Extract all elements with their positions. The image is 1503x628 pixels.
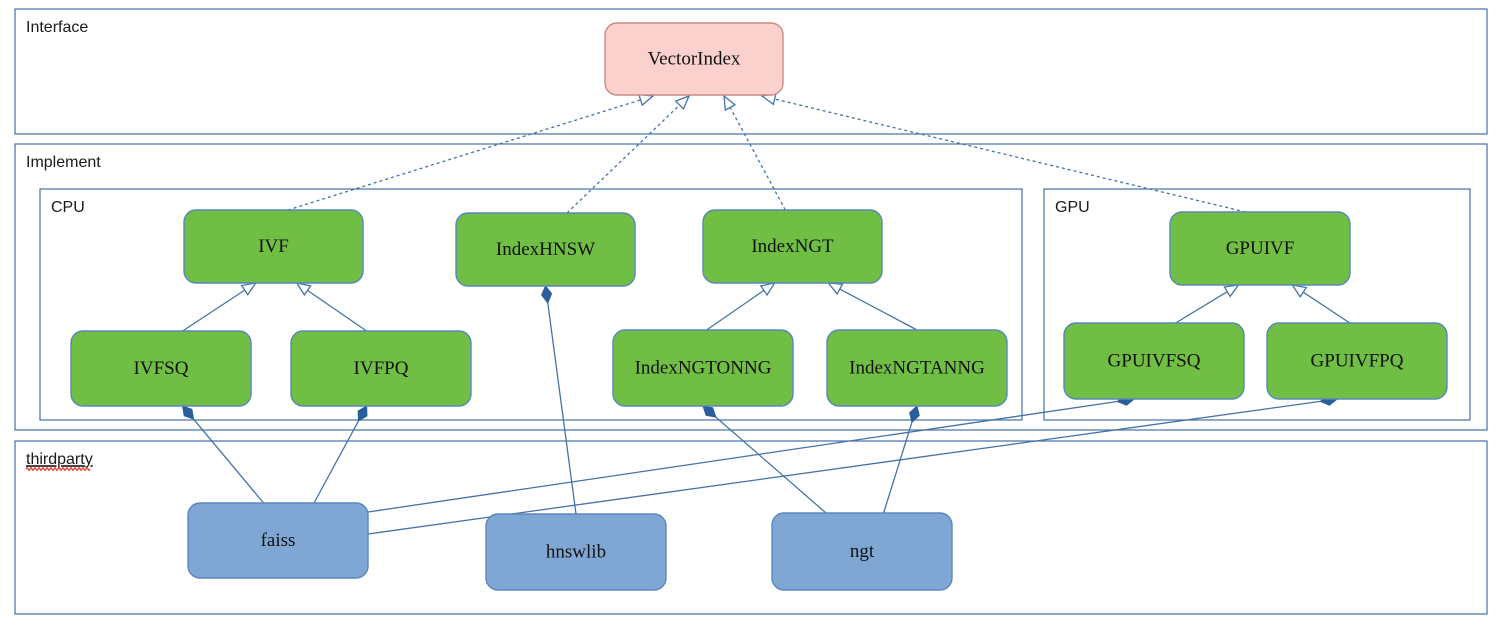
composition-diamond: [702, 405, 717, 418]
edge-indexngt-to-vectorindex: [723, 94, 786, 211]
inheritance-arrowhead: [1223, 284, 1240, 298]
node-label-faiss: faiss: [261, 530, 296, 551]
edge-line: [774, 98, 1246, 213]
node-ivfsq[interactable]: IVFSQ: [70, 330, 252, 407]
edge-ivfpq-to-ivf: [295, 282, 367, 332]
edge-ivfsq-to-ivf: [182, 282, 257, 332]
node-box-ivfpq[interactable]: [290, 330, 472, 407]
inheritance-arrowhead: [240, 282, 257, 296]
node-box-indexngtanng[interactable]: [826, 329, 1008, 407]
node-gpuivfpq[interactable]: GPUIVFPQ: [1266, 322, 1448, 400]
edge-line: [1175, 291, 1228, 324]
node-label-gpuivf: GPUIVF: [1226, 238, 1295, 259]
node-box-indexngtonng[interactable]: [612, 329, 794, 407]
edge-line: [839, 288, 918, 331]
node-hnswlib[interactable]: hnswlib: [485, 513, 667, 591]
edge-line: [367, 400, 1118, 513]
edge-indexngtonng-to-indexngt: [706, 282, 776, 331]
inheritance-arrowhead: [723, 94, 737, 112]
node-box-hnswlib[interactable]: [485, 513, 667, 591]
edge-gpuivfsq-to-gpuivf: [1175, 284, 1240, 324]
node-indexngtonng[interactable]: IndexNGTONNG: [612, 329, 794, 407]
node-label-ngt: ngt: [850, 541, 875, 562]
node-label-vectorindex: VectorIndex: [648, 48, 741, 69]
edge-line: [1302, 291, 1351, 324]
edge-indexhnsw-to-vectorindex: [566, 94, 691, 214]
node-label-indexhnsw: IndexHNSW: [496, 239, 595, 260]
node-vectorindex[interactable]: VectorIndex: [604, 22, 784, 96]
node-gpuivf[interactable]: GPUIVF: [1169, 211, 1351, 286]
edge-line: [706, 289, 765, 331]
node-box-ngt[interactable]: [771, 512, 953, 591]
frame-label-interface: Interface: [26, 19, 88, 36]
frame-label-thirdparty: thirdparty: [26, 451, 93, 468]
edge-ngt-to-indexngtonng: [702, 405, 827, 514]
node-label-ivfpq: IVFPQ: [354, 358, 409, 379]
node-label-indexngt: IndexNGT: [751, 236, 834, 257]
node-ngt[interactable]: ngt: [771, 512, 953, 591]
edge-faiss-to-ivfsq: [181, 405, 265, 504]
inheritance-arrowhead: [295, 282, 312, 297]
node-label-ivf: IVF: [258, 236, 289, 257]
edge-hnswlib-to-indexhnsw: [541, 285, 577, 515]
edge-line: [882, 422, 913, 514]
frame-label-gpu: GPU: [1055, 199, 1090, 216]
edge-line: [729, 107, 786, 211]
node-indexngtanng[interactable]: IndexNGTANNG: [826, 329, 1008, 407]
node-label-indexngtonng: IndexNGTONNG: [635, 357, 772, 378]
node-box-gpuivf[interactable]: [1169, 211, 1351, 286]
edge-line: [715, 416, 827, 514]
node-box-ivfsq[interactable]: [70, 330, 252, 407]
node-box-ivf[interactable]: [183, 209, 364, 284]
inheritance-arrowhead: [674, 94, 691, 111]
node-label-gpuivfpq: GPUIVFPQ: [1311, 350, 1404, 371]
inheritance-arrowhead: [759, 282, 776, 297]
spellcheck-underline-thirdparty: [25, 467, 91, 471]
frame-label-cpu: CPU: [51, 199, 85, 216]
node-label-gpuivfsq: GPUIVFSQ: [1108, 350, 1201, 371]
inheritance-arrowhead: [1291, 284, 1308, 298]
composition-diamond: [541, 285, 553, 304]
edge-line: [547, 302, 577, 515]
node-box-indexngt[interactable]: [702, 209, 883, 284]
node-box-vectorindex[interactable]: [604, 22, 784, 96]
node-indexhnsw[interactable]: IndexHNSW: [455, 212, 636, 287]
edge-ngt-to-indexngtanng: [882, 405, 920, 514]
edge-line: [192, 418, 265, 504]
edge-line: [313, 420, 360, 504]
node-box-gpuivfsq[interactable]: [1063, 322, 1245, 400]
edge-faiss-to-ivfpq: [313, 405, 368, 504]
node-faiss[interactable]: faiss: [187, 502, 369, 579]
edge-line: [182, 289, 246, 332]
node-indexngt[interactable]: IndexNGT: [702, 209, 883, 284]
edge-line: [287, 99, 641, 211]
node-label-hnswlib: hnswlib: [546, 541, 606, 562]
node-box-faiss[interactable]: [187, 502, 369, 579]
edge-line: [367, 400, 1321, 535]
edges-layer: [181, 92, 1351, 535]
edge-line: [566, 104, 681, 214]
node-ivf[interactable]: IVF: [183, 209, 364, 284]
node-label-ivfsq: IVFSQ: [134, 358, 189, 379]
frame-label-implement: Implement: [26, 154, 101, 171]
edge-line: [307, 289, 367, 332]
edge-gpuivfpq-to-gpuivf: [1291, 284, 1351, 324]
composition-diamond: [181, 405, 195, 420]
node-gpuivfsq[interactable]: GPUIVFSQ: [1063, 322, 1245, 400]
node-ivfpq[interactable]: IVFPQ: [290, 330, 472, 407]
composition-diamond: [909, 405, 920, 424]
node-label-indexngtanng: IndexNGTANNG: [849, 357, 985, 378]
node-box-indexhnsw[interactable]: [455, 212, 636, 287]
composition-diamond: [357, 405, 368, 422]
node-box-gpuivfpq[interactable]: [1266, 322, 1448, 400]
